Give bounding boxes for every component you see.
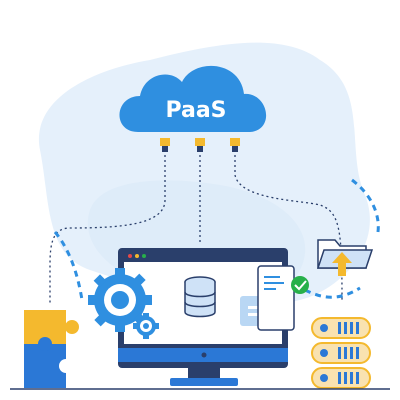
cable-connectors <box>160 138 240 152</box>
gear-icon <box>133 313 159 339</box>
cable-connector-icon <box>195 138 205 152</box>
document-icon <box>257 265 295 331</box>
database-icon <box>184 276 216 318</box>
puzzle-icon <box>24 310 79 388</box>
accent-arc-bottom <box>304 286 361 299</box>
accent-arc-right <box>351 178 380 233</box>
cable-connector-icon <box>230 138 240 152</box>
server-rack-icon <box>311 317 371 389</box>
gear-icon <box>88 268 152 332</box>
cloud-label: PaaS <box>165 98 226 123</box>
accent-arc-left <box>53 231 84 301</box>
upload-arrow-icon <box>332 252 352 276</box>
check-icon <box>291 276 309 294</box>
cloud-icon: PaaS <box>119 65 267 132</box>
cable-connector-icon <box>160 138 170 152</box>
